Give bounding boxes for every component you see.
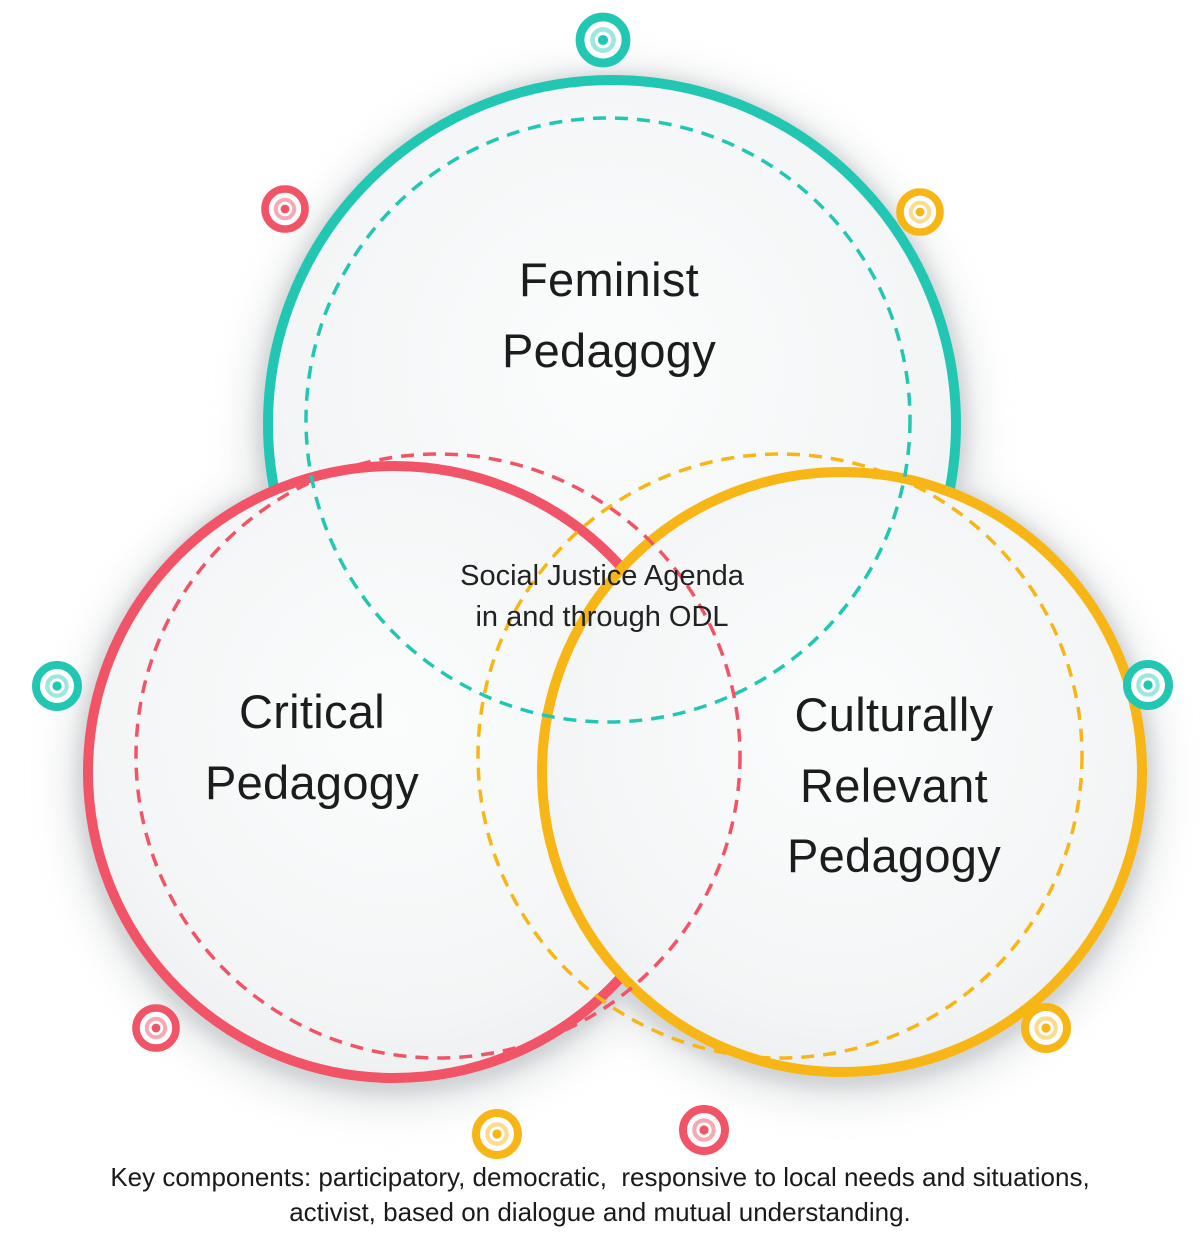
label-line: Feminist bbox=[519, 253, 699, 306]
key-components-caption: Key components: participatory, democrati… bbox=[0, 1160, 1200, 1231]
caption-line: activist, based on dialogue and mutual u… bbox=[289, 1197, 911, 1228]
feminist-pedagogy-label: Feminist Pedagogy bbox=[502, 245, 716, 386]
culturally-dashed-circle bbox=[476, 452, 1084, 1060]
label-line: Critical bbox=[238, 685, 386, 738]
label-line: Relevant bbox=[800, 758, 988, 812]
feminist-dashed-circle bbox=[304, 116, 912, 724]
teal-ring-marker bbox=[1123, 660, 1173, 710]
label-line: Social Justice Agenda bbox=[460, 560, 744, 592]
label-line: in and through ODL bbox=[475, 600, 729, 633]
critical-pedagogy-label: Critical Pedagogy bbox=[205, 677, 419, 818]
teal-ring-marker bbox=[32, 661, 82, 711]
culturally-relevant-pedagogy-label: Culturally Relevant Pedagogy bbox=[787, 680, 1001, 892]
label-line: Culturally bbox=[794, 688, 994, 741]
caption-line: Key components: participatory, democrati… bbox=[110, 1162, 1090, 1192]
yellow-ring-marker bbox=[1021, 1003, 1071, 1053]
red-ring-marker bbox=[261, 185, 309, 233]
dashed-circles bbox=[134, 116, 1084, 1060]
ring-markers bbox=[32, 12, 1173, 1159]
label-line: Pedagogy bbox=[501, 323, 717, 377]
yellow-ring-marker bbox=[472, 1109, 522, 1159]
critical-dashed-circle bbox=[134, 452, 742, 1060]
red-ring-marker bbox=[679, 1105, 729, 1155]
yellow-ring-marker bbox=[896, 188, 944, 236]
label-line: Pedagogy bbox=[204, 755, 420, 809]
red-ring-marker bbox=[132, 1004, 180, 1052]
culturally-relevant-pedagogy-circle bbox=[537, 467, 1147, 1077]
teal-ring-marker bbox=[575, 12, 631, 68]
label-line: Pedagogy bbox=[786, 829, 1002, 882]
center-intersection-label: Social Justice Agenda in and through ODL bbox=[460, 556, 744, 637]
